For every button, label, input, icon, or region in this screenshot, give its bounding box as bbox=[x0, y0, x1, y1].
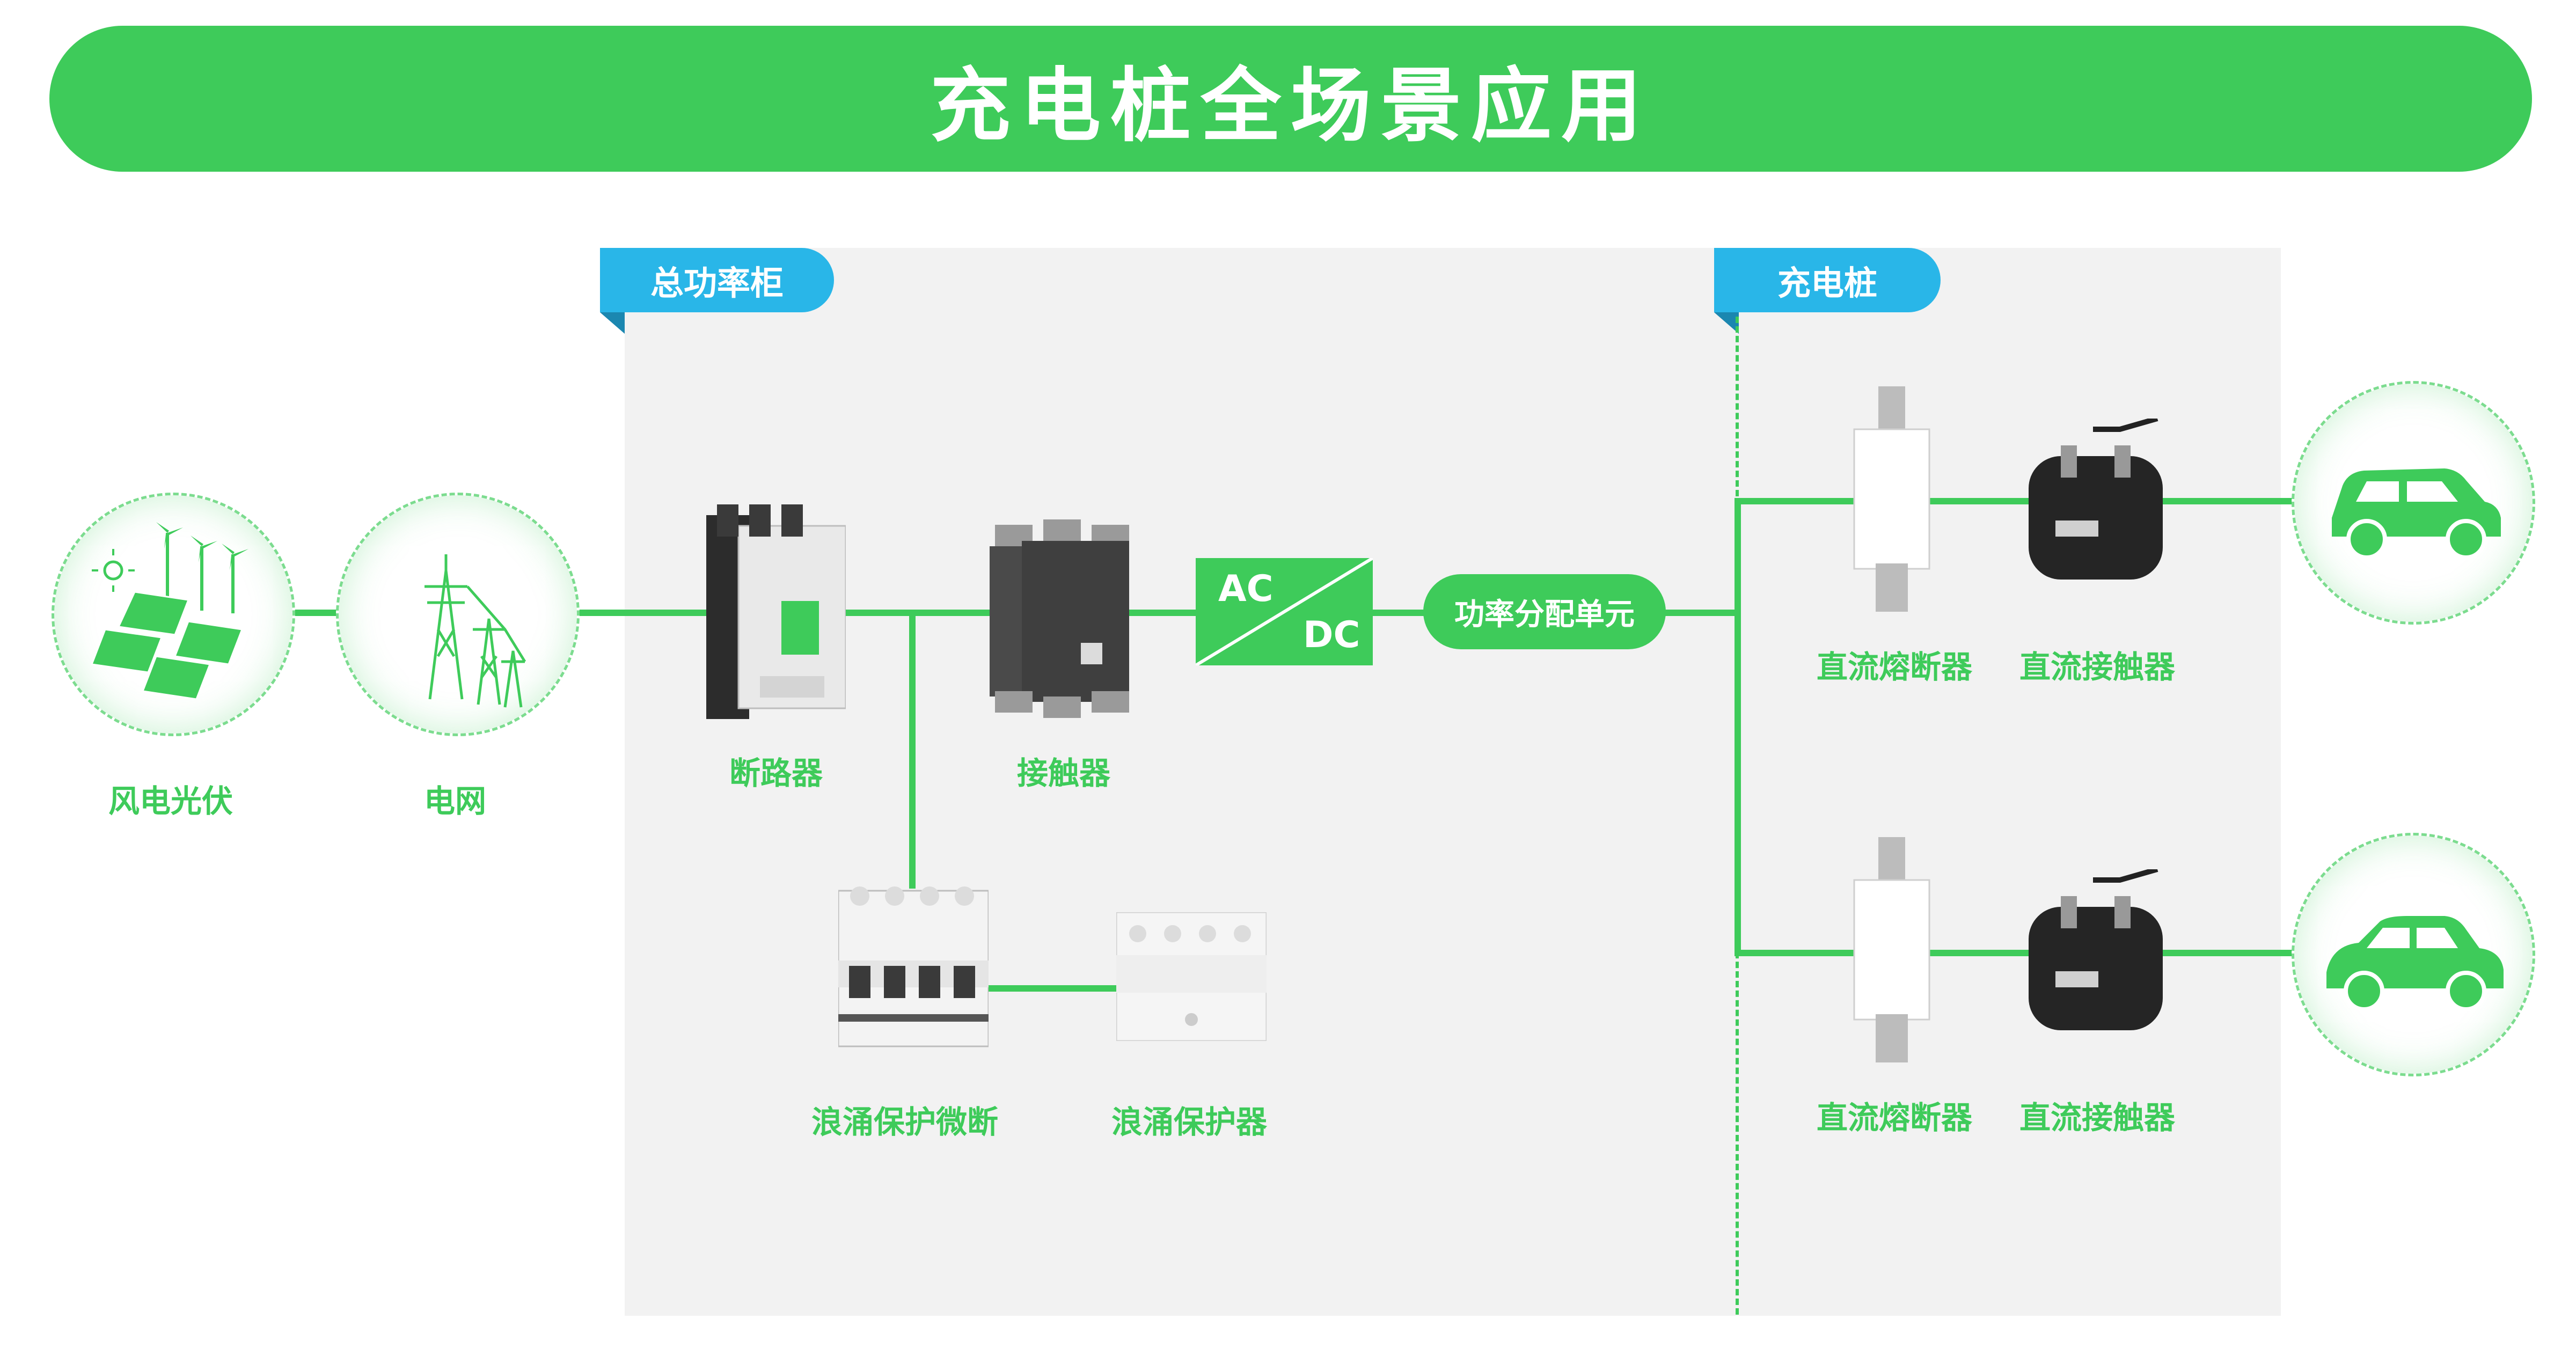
page-title-text: 充电桩全场景应用 bbox=[930, 59, 1651, 153]
tab-fold-shadow bbox=[600, 312, 625, 334]
connector-line bbox=[294, 610, 342, 616]
section-tab-charging-pile: 充电桩 bbox=[1714, 248, 1941, 312]
ev-car-circle-top bbox=[2292, 381, 2535, 625]
grid-label: 电网 bbox=[423, 783, 486, 819]
section-tab-label: 充电桩 bbox=[1777, 263, 1877, 303]
ac-text: AC bbox=[1218, 568, 1274, 610]
power-tower-icon bbox=[425, 554, 526, 708]
page-title: 充电桩全场景应用 bbox=[49, 26, 2532, 172]
dc-contactor-image bbox=[2029, 869, 2163, 1030]
power-cabinet-panel bbox=[625, 248, 1739, 1316]
surge-protector-image bbox=[1116, 912, 1267, 1041]
section-tab-label: 总功率柜 bbox=[650, 263, 784, 303]
dc-contactor-label: 直流接触器 bbox=[2019, 1099, 2175, 1136]
contactor-image bbox=[990, 519, 1129, 718]
ac-dc-converter: AC DC bbox=[1196, 558, 1373, 665]
dc-fuse-image bbox=[1853, 837, 1930, 1062]
converter-diagonal bbox=[1196, 558, 1373, 665]
connector-line bbox=[1735, 950, 2295, 956]
connector-line bbox=[1368, 610, 1424, 616]
surge-mcb-label: 浪涌保护微断 bbox=[811, 1104, 998, 1140]
wind-solar-icon bbox=[90, 522, 248, 700]
connector-line bbox=[1735, 498, 2295, 504]
wind-solar-circle bbox=[52, 493, 295, 736]
dc-fuse-label: 直流熔断器 bbox=[1816, 649, 1972, 685]
grid-circle bbox=[336, 493, 580, 736]
ev-car-circle-bottom bbox=[2292, 833, 2535, 1076]
dc-contactor-image bbox=[2029, 419, 2163, 580]
power-distribution-unit: 功率分配单元 bbox=[1423, 574, 1666, 649]
charging-pile-panel bbox=[1739, 248, 2281, 1316]
breaker-label: 断路器 bbox=[729, 755, 823, 791]
power-distribution-unit-label: 功率分配单元 bbox=[1454, 597, 1635, 632]
section-tab-power-cabinet: 总功率柜 bbox=[600, 248, 834, 312]
car-icon bbox=[2332, 468, 2501, 560]
connector-line bbox=[1664, 610, 1738, 616]
connector-line bbox=[909, 610, 916, 889]
breaker-image bbox=[706, 504, 846, 719]
wind-solar-label: 风电光伏 bbox=[108, 783, 233, 819]
dc-text: DC bbox=[1303, 614, 1360, 656]
surge-protector-label: 浪涌保护器 bbox=[1111, 1104, 1267, 1140]
car-icon bbox=[2326, 916, 2504, 1011]
dc-fuse-label: 直流熔断器 bbox=[1816, 1099, 1972, 1136]
connector-line bbox=[982, 985, 1117, 992]
connector-line bbox=[1735, 499, 1741, 955]
contactor-label: 接触器 bbox=[1016, 755, 1110, 791]
dc-contactor-label: 直流接触器 bbox=[2019, 649, 2175, 685]
surge-mcb-image bbox=[838, 886, 989, 1047]
tab-fold-shadow bbox=[1714, 312, 1739, 334]
dc-fuse-image bbox=[1853, 386, 1930, 612]
